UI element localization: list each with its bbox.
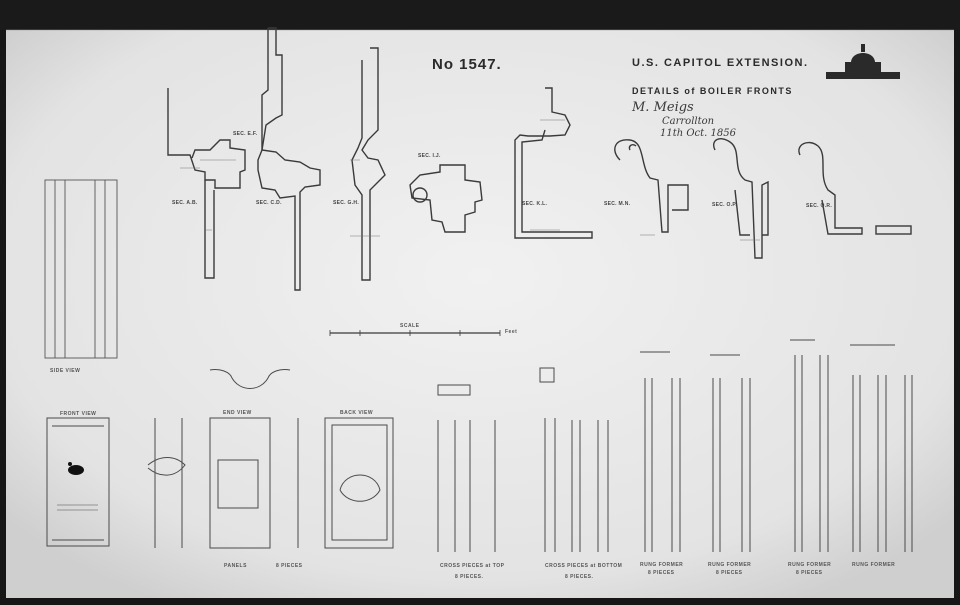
scale-label: SCALE — [400, 323, 420, 329]
caption-cross-bottom-qty: 8 PIECES. — [565, 574, 594, 580]
signature-name: M. Meigs — [632, 100, 694, 115]
panel-marks — [68, 462, 84, 475]
scale-unit: Feet — [505, 329, 518, 335]
caption-rung-3: RUNG FORMER — [788, 562, 832, 568]
section-label-ij: SEC. I.J. — [418, 153, 441, 159]
caption-cross-top-qty: 8 PIECES. — [455, 574, 484, 580]
end-view-label: END VIEW — [223, 410, 252, 416]
caption-panels: PANELS — [224, 563, 247, 569]
caption-rung-1: RUNG FORMER — [640, 562, 684, 568]
signature-place: Carrollton — [662, 116, 715, 127]
section-label-ab: SEC. A.B. — [172, 200, 198, 206]
caption-rung-1-qty: 8 PIECES — [648, 570, 675, 576]
project-title: U.S. CAPITOL EXTENSION. — [632, 57, 809, 69]
section-label-mn: SEC. M.N. — [604, 201, 631, 207]
section-label-gh: SEC. G.H. — [333, 200, 360, 206]
section-label-op: SEC. O.P. — [712, 202, 738, 208]
panel-drawings — [46, 369, 394, 549]
rung-formers — [640, 339, 913, 552]
section-label-cd: SEC. C.D. — [256, 200, 282, 206]
capitol-emblem — [826, 44, 900, 79]
caption-rung-3-qty: 8 PIECES — [796, 570, 823, 576]
side-elevation — [44, 179, 118, 359]
side-view-label: SIDE VIEW — [50, 368, 81, 374]
signature-date: 11th Oct. 1856 — [660, 128, 736, 139]
section-label-kl: SEC. K.L. — [522, 201, 548, 207]
caption-cross-top: CROSS PIECES at TOP — [440, 563, 505, 569]
caption-rung-2-qty: 8 PIECES — [716, 570, 743, 576]
scale-bar — [329, 330, 501, 336]
back-view-label: BACK VIEW — [340, 410, 374, 416]
section-label-qr: SEC. Q.R. — [806, 203, 833, 209]
cross-pieces — [437, 367, 609, 552]
section-label-ef: SEC. E.F. — [233, 131, 258, 137]
caption-rung-2: RUNG FORMER — [708, 562, 752, 568]
dimension-marks — [180, 119, 760, 241]
drawing-subtitle: DETAILS of BOILER FRONTS — [632, 86, 793, 96]
front-view-label: FRONT VIEW — [60, 411, 97, 417]
paper-sheet — [6, 12, 954, 598]
section-profiles — [167, 27, 912, 291]
caption-rung-4: RUNG FORMER — [852, 562, 896, 568]
drawing-number: No 1547. — [432, 56, 502, 73]
caption-panels-qty: 8 PIECES — [276, 563, 303, 569]
caption-cross-bottom: CROSS PIECES at BOTTOM — [545, 563, 623, 569]
